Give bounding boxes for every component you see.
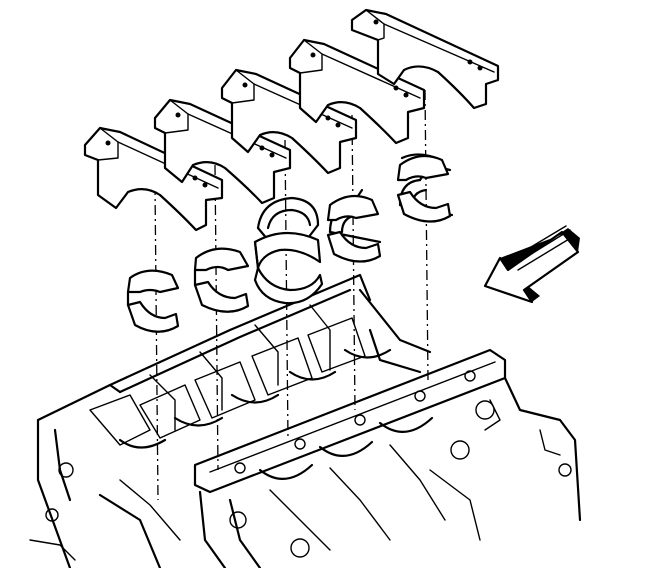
bearing-shells bbox=[126, 154, 452, 333]
bearing-shell-3 bbox=[253, 231, 324, 305]
bearing-shell-2 bbox=[193, 247, 250, 313]
main-bearing-cap-3 bbox=[220, 68, 358, 175]
engine-block bbox=[29, 273, 582, 568]
center-lines bbox=[154, 89, 429, 501]
main-bearing-cap-5 bbox=[350, 8, 500, 110]
bearing-shell-5 bbox=[396, 154, 452, 223]
bearing-shell-4 bbox=[326, 194, 382, 263]
bearing-shell-1 bbox=[126, 269, 180, 333]
main-bearing-caps bbox=[83, 8, 500, 232]
direction-arrow-icon bbox=[483, 225, 580, 304]
main-bearing-cap-4 bbox=[288, 38, 426, 145]
